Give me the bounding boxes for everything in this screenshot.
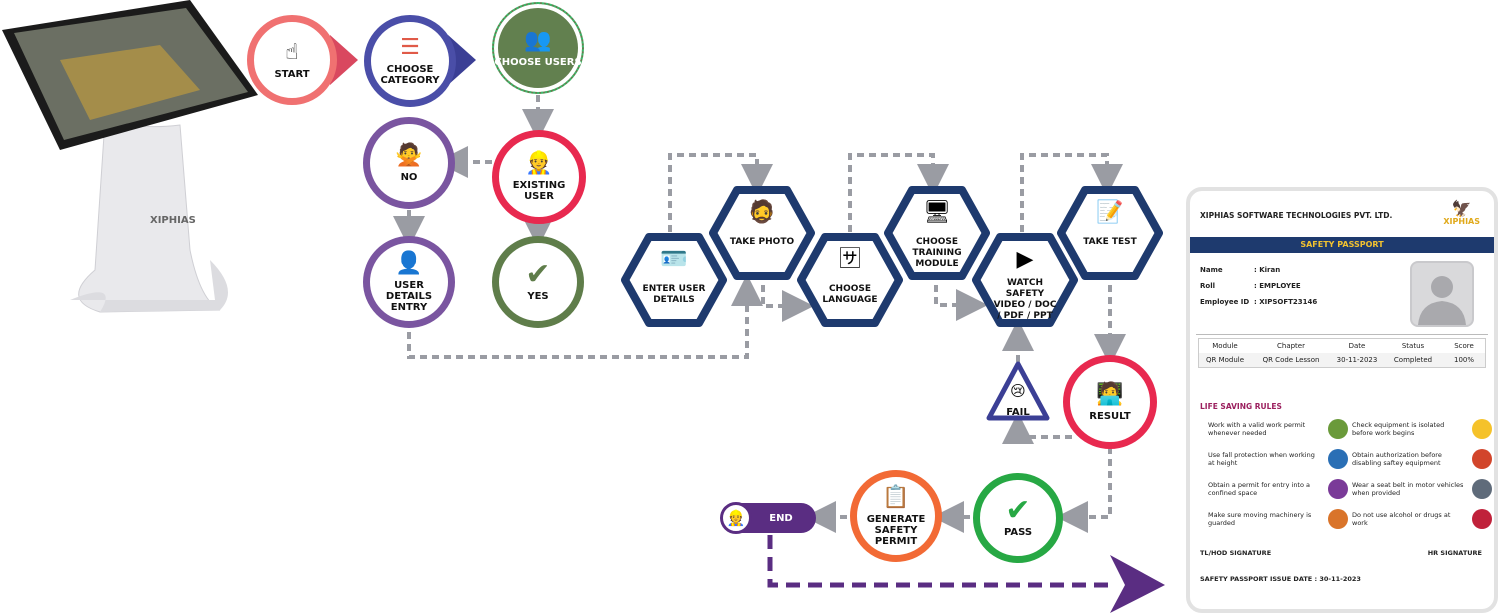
rule-icon: [1472, 419, 1492, 439]
life-saving-rule: Wear a seat belt in motor vehicles when …: [1352, 479, 1492, 499]
watch-safety-icon: ▶: [1016, 247, 1034, 272]
field-value: : Kiran: [1254, 266, 1281, 274]
take-photo-icon: 🧔: [748, 200, 776, 225]
arrow-enter-photo: [668, 153, 773, 232]
choose-language-icon: 🈂: [838, 247, 861, 272]
field-label: Employee ID: [1200, 298, 1250, 306]
check-icon: ✔: [1005, 492, 1031, 528]
arrow-training-watch: [934, 285, 988, 321]
take-photo-node[interactable]: 🧔 TAKE PHOTO: [709, 185, 815, 281]
safety-passport-card: XIPHIAS SOFTWARE TECHNOLOGIES PVT. LTD. …: [1186, 187, 1498, 613]
choose-language-node[interactable]: 🈂 CHOOSE LANGUAGE: [797, 232, 903, 328]
arrow-details-photo: [407, 274, 763, 359]
divider: [1196, 334, 1488, 335]
field-label: Roll: [1200, 282, 1215, 290]
tl-hod-signature: TL/HOD SIGNATURE: [1200, 549, 1272, 557]
take-test-label: TAKE TEST: [1083, 237, 1137, 247]
choose-users-node[interactable]: 👥CHOOSE USERS: [492, 2, 584, 94]
life-saving-rule: Work with a valid work permit whenever n…: [1208, 419, 1348, 439]
rule-icon: [1328, 509, 1348, 529]
issue-date: SAFETY PASSPORT ISSUE DATE : 30-11-2023: [1200, 575, 1361, 583]
choose-language-label: CHOOSE LANGUAGE: [822, 284, 878, 305]
take-test-icon: 📝: [1096, 200, 1124, 225]
arrow-result-pass: [1056, 447, 1112, 533]
arrowhead-passport: [1110, 555, 1165, 613]
watch-safety-node[interactable]: ▶ WATCH SAFETY VIDEO / DOC / PDF / PPT: [972, 232, 1078, 328]
arrow-photo-language: [761, 285, 814, 322]
existing-user-node[interactable]: 👷EXISTING USER: [492, 130, 586, 224]
hr-signature: HR SIGNATURE: [1427, 549, 1482, 557]
rules-title: LIFE SAVING RULES: [1200, 402, 1282, 411]
end-node[interactable]: 👷 END: [720, 502, 816, 534]
pointer-start: [330, 35, 358, 85]
rule-icon: [1472, 479, 1492, 499]
yes-node[interactable]: ✔YES: [492, 236, 584, 328]
xiphias-logo: 🦅XIPHIAS: [1443, 199, 1480, 227]
rule-icon: [1328, 479, 1348, 499]
crossed-arms-icon: 🙅: [395, 142, 423, 168]
field-value: : EMPLOYEE: [1254, 282, 1301, 290]
company-name: XIPHIAS SOFTWARE TECHNOLOGIES PVT. LTD.: [1200, 211, 1393, 220]
permit-icon: 📋: [882, 484, 910, 510]
life-saving-rule: Obtain a permit for entry into a confine…: [1208, 479, 1348, 499]
fail-node[interactable]: 😢FAIL: [985, 360, 1051, 422]
profile-photo-placeholder: [1410, 261, 1474, 327]
generate-safety-permit-node[interactable]: 📋GENERATE SAFETY PERMIT: [850, 470, 942, 562]
start-node[interactable]: ☝START: [247, 15, 337, 105]
pointer-category: [448, 35, 476, 85]
worker-icon: 👷: [525, 151, 553, 176]
users-icon: 👥: [524, 27, 552, 53]
arrow-result-fail: [1002, 412, 1072, 444]
choose-training-module-node[interactable]: 🖥 CHOOSE TRAINING MODULE: [884, 185, 990, 281]
result-node[interactable]: 🧑‍💻RESULT: [1063, 355, 1157, 449]
enter-user-details-icon: 🪪: [660, 247, 688, 272]
list-icon: ☰: [400, 35, 420, 60]
sad-face-icon: 😢: [1010, 381, 1026, 400]
pass-node[interactable]: ✔PASS: [973, 473, 1063, 563]
rule-icon: [1472, 509, 1492, 529]
choose-training-module-label: CHOOSE TRAINING MODULE: [912, 237, 962, 269]
choose-category-node[interactable]: ☰CHOOSE CATEGORY: [364, 15, 456, 107]
check-icon: ✔: [525, 256, 551, 292]
rule-icon: [1328, 419, 1348, 439]
rule-icon: [1328, 449, 1348, 469]
field-value: : XIPSOFT23146: [1254, 298, 1318, 306]
life-saving-rule: Do not use alcohol or drugs at work: [1352, 509, 1492, 529]
life-saving-rule: Check equipment is isolated before work …: [1352, 419, 1492, 439]
field-label: Name: [1200, 266, 1223, 274]
enter-user-details-node[interactable]: 🪪 ENTER USER DETAILS: [621, 232, 727, 328]
arrow-watch-test: [1020, 153, 1123, 232]
take-photo-label: TAKE PHOTO: [729, 237, 795, 247]
passport-title: SAFETY PASSPORT: [1190, 237, 1494, 253]
arrow-language-training: [848, 153, 949, 232]
arrow-end-passport: [767, 535, 1110, 588]
take-test-node[interactable]: 📝 TAKE TEST: [1057, 185, 1163, 281]
worker-shield-icon: 👷: [720, 502, 752, 534]
touch-icon: ☝: [285, 39, 299, 65]
kiosk-brand: XIPHIAS: [150, 215, 196, 226]
watch-safety-label: WATCH SAFETY VIDEO / DOC / PDF / PPT: [993, 278, 1057, 321]
rule-icon: [1472, 449, 1492, 469]
choose-training-module-icon: 🖥: [923, 200, 951, 225]
form-icon: 👤: [395, 250, 423, 276]
user-details-entry-node[interactable]: 👤USER DETAILS ENTRY: [363, 236, 455, 328]
life-saving-rule: Make sure moving machinery is guarded: [1208, 509, 1348, 529]
enter-user-details-label: ENTER USER DETAILS: [642, 284, 706, 305]
person-laptop-icon: 🧑‍💻: [1096, 381, 1124, 407]
life-saving-rule: Obtain authorization before disabling sa…: [1352, 449, 1492, 469]
life-saving-rule: Use fall protection when working at heig…: [1208, 449, 1348, 469]
no-node[interactable]: 🙅NO: [363, 117, 455, 209]
kiosk-illustration: [2, 0, 258, 313]
